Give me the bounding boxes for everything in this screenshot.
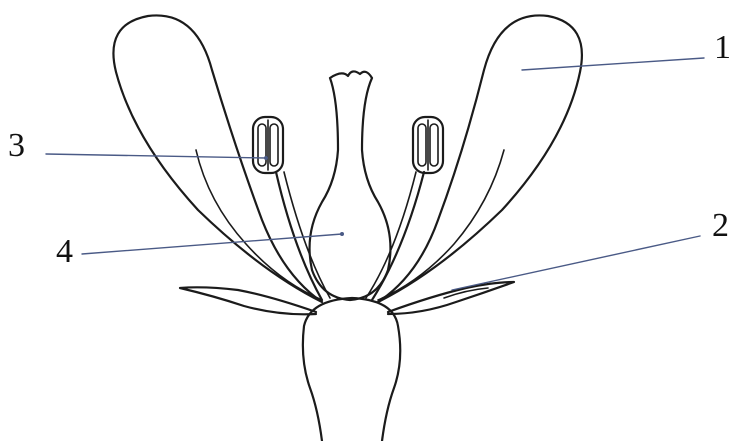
receptacle [303,298,400,441]
label-4: 4 [56,233,73,270]
sepal-left [180,287,316,314]
pistil [310,71,391,300]
leader-dot-4 [340,232,344,236]
label-2: 2 [712,207,729,244]
petal-left [113,15,322,302]
anther-right [413,117,443,173]
leader-line-2 [452,236,700,290]
label-3: 3 [8,127,25,164]
leader-line-4 [82,234,342,254]
leader-dot-3 [264,156,268,160]
stamen-right-filament-inner [366,172,416,298]
leader-line-1 [522,58,704,70]
label-1: 1 [714,29,731,66]
petal-right [378,15,582,302]
anther-left [253,117,283,173]
